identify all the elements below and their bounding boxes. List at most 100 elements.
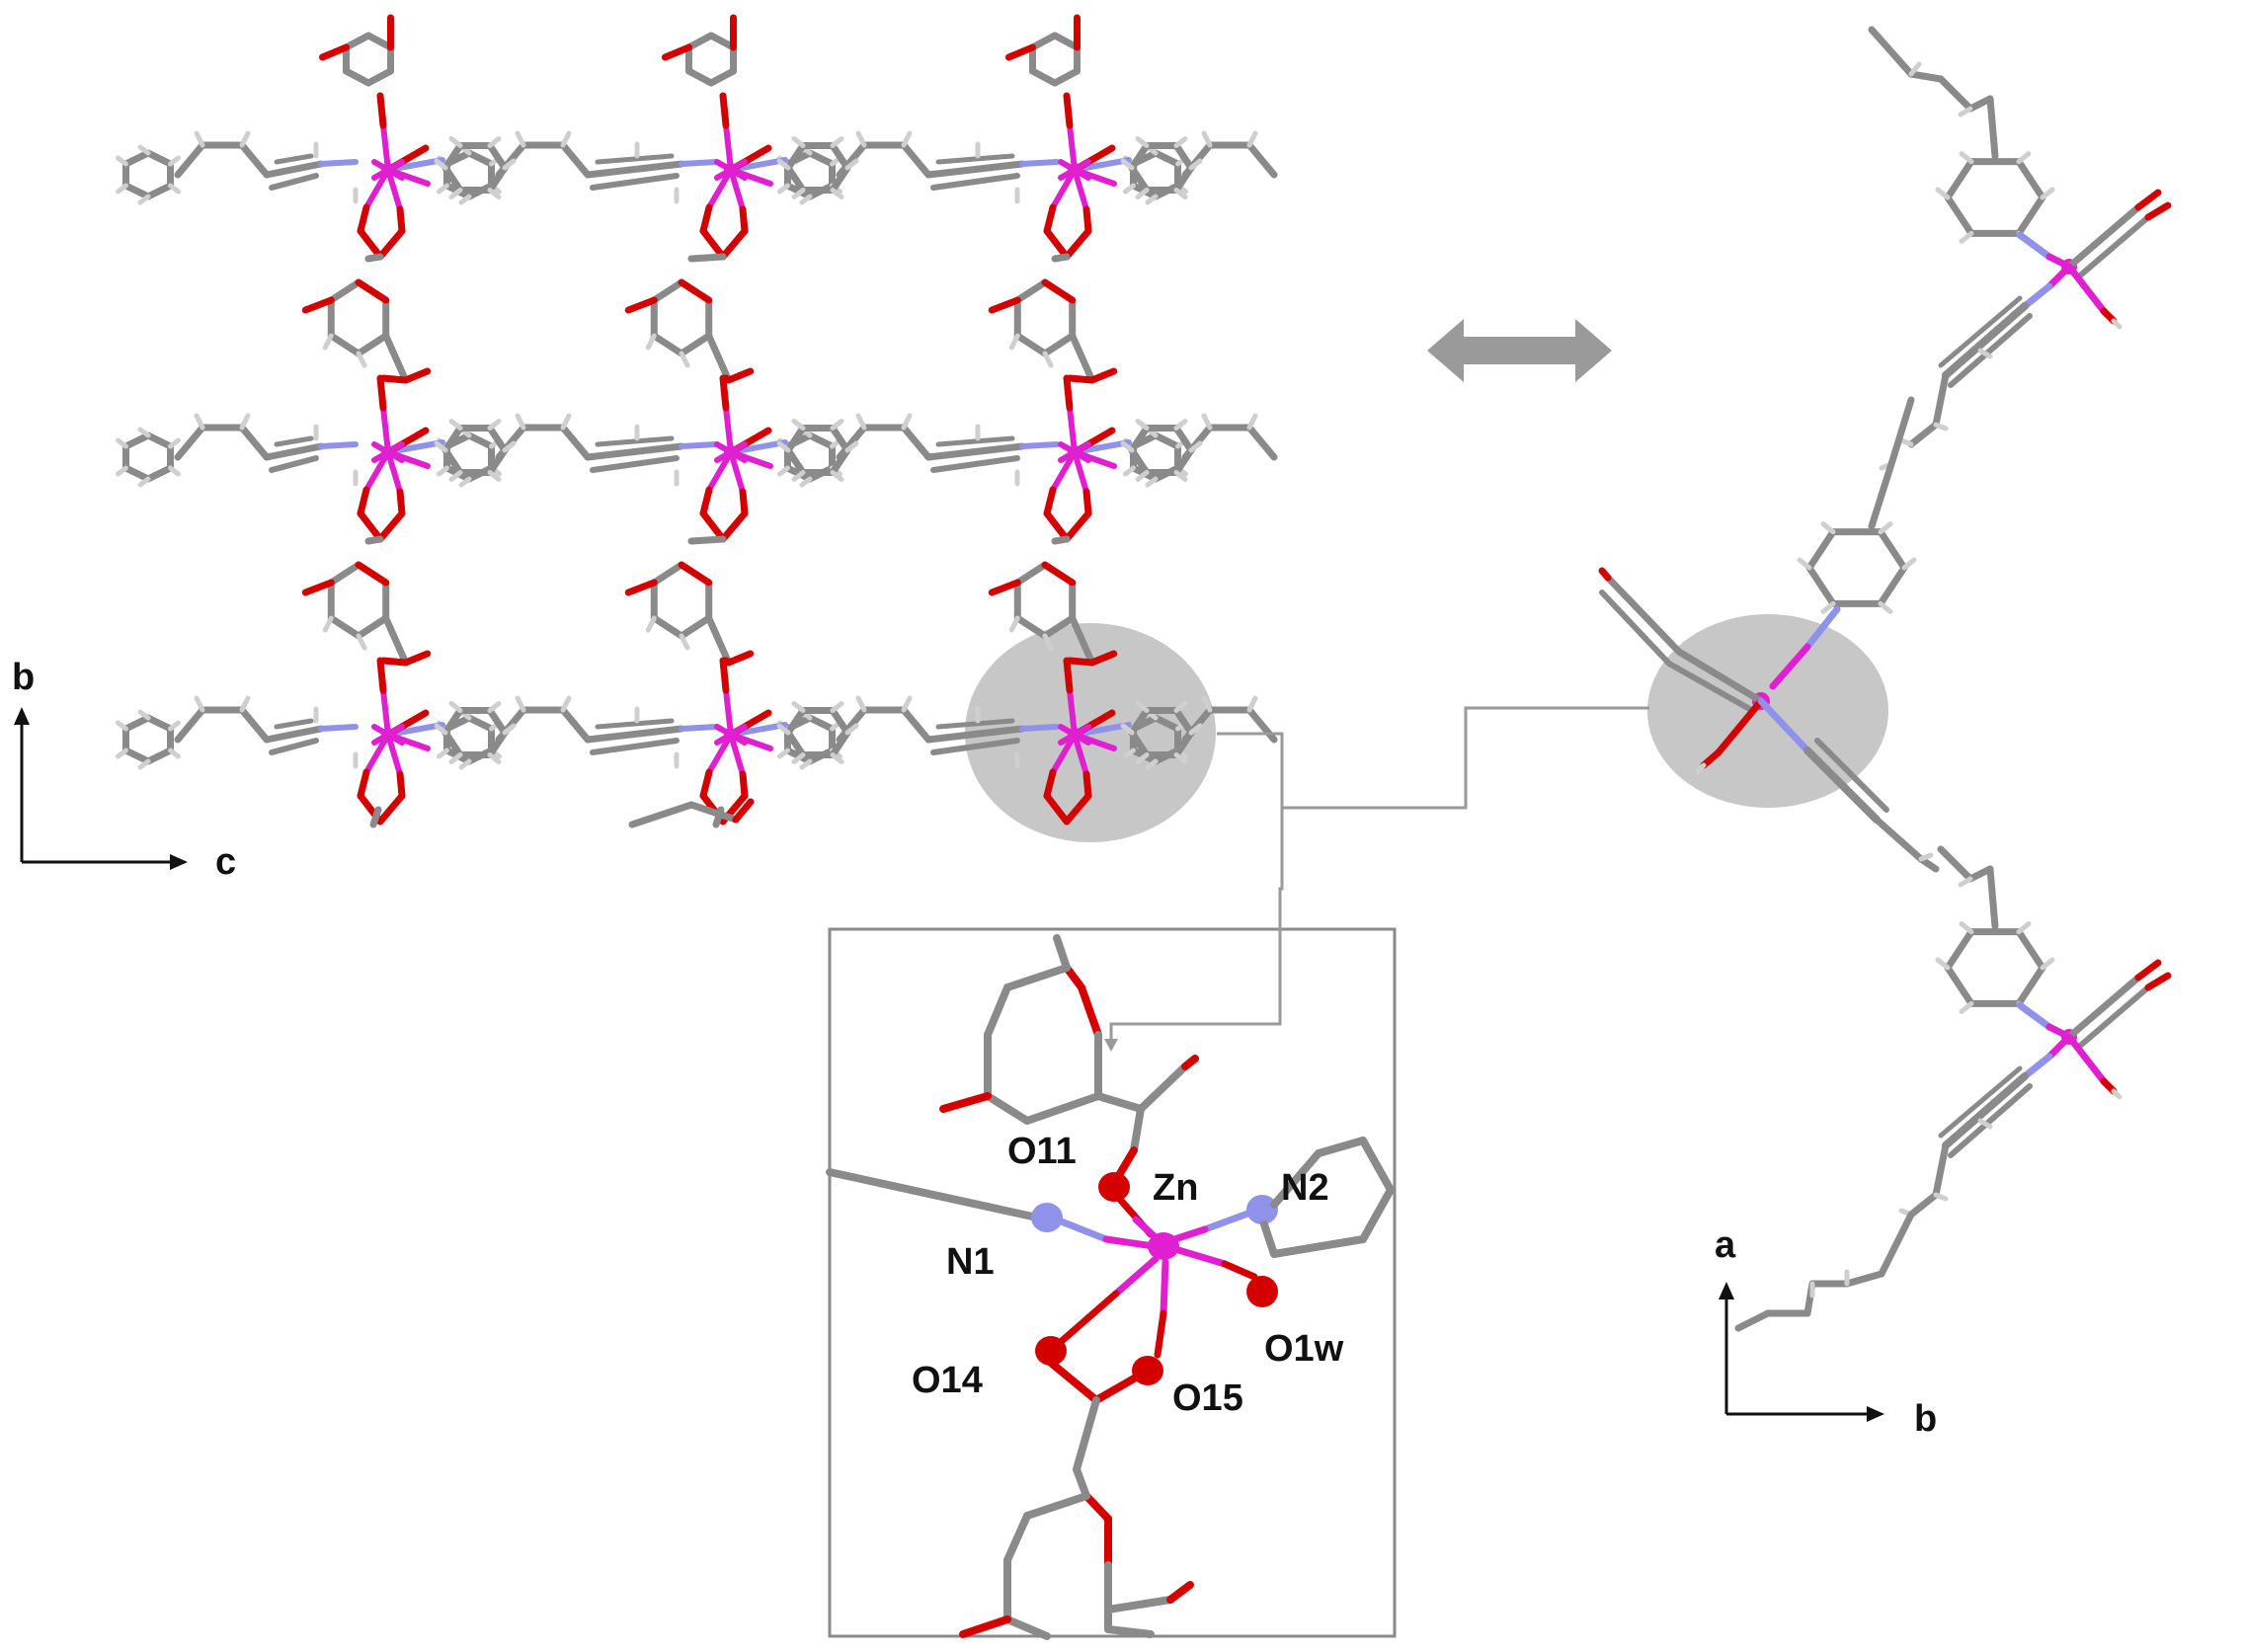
ring-bond: [1128, 446, 1151, 477]
o-bond: [939, 1092, 992, 1113]
hydrogen-bond: [1695, 762, 1707, 774]
hydrogen-bond: [239, 695, 251, 713]
bond: [1051, 253, 1071, 263]
hydrogen-bond: [1246, 695, 1258, 713]
ring-bond: [121, 149, 152, 168]
ring-bond: [121, 464, 152, 483]
hydrogen-bond: [791, 470, 806, 483]
bond: [1907, 70, 1945, 83]
o-bond: [379, 657, 410, 667]
hydrogen-bond: [194, 130, 205, 148]
o-bond: [1715, 697, 1765, 756]
ring-bond: [784, 729, 807, 759]
hydrogen-bond: [434, 723, 448, 736]
ring-bond: [650, 278, 685, 304]
bond: [1675, 648, 1765, 705]
o-bond: [1063, 92, 1074, 129]
bond: [269, 738, 319, 755]
arrow-head-icon: [1867, 1406, 1884, 1422]
zn-bond: [1067, 687, 1078, 738]
axis-label-b-right: b: [1914, 1398, 1937, 1440]
o-bond: [1082, 770, 1092, 800]
ring-bond: [486, 141, 509, 172]
o-bond: [661, 43, 692, 61]
ring-bond: [806, 149, 837, 168]
hydrogen-bond: [168, 155, 182, 167]
zn-bond: [1067, 122, 1078, 173]
bond: [1734, 1309, 1772, 1332]
bond: [1003, 1615, 1051, 1640]
o-bond: [1041, 278, 1077, 304]
hydrogen-bond: [137, 194, 151, 205]
o-bond: [1598, 567, 1612, 582]
hydrogen-bond: [448, 700, 463, 713]
hydrogen-bond: [1122, 183, 1136, 195]
hydrogen-bond: [1008, 333, 1020, 351]
ring-bond: [327, 278, 362, 304]
hydrogen-bond: [830, 470, 844, 483]
o-bond: [1063, 792, 1092, 826]
o-bond: [719, 227, 749, 261]
ring-bond: [327, 614, 362, 640]
hydrogen-bond: [2111, 1088, 2122, 1100]
oxygen-atom-o1w: [1246, 1276, 1278, 1307]
n-bond: [2021, 1053, 2053, 1080]
hydrogen-bond: [1122, 747, 1136, 759]
zn-bond: [1769, 643, 1811, 690]
hydrogen-bond: [1820, 521, 1836, 535]
bond: [584, 160, 685, 179]
hydrogen-bond: [137, 427, 151, 438]
ring-bond: [784, 706, 807, 737]
hydrogen-bond: [830, 135, 844, 148]
n-bond: [1019, 159, 1060, 167]
bond: [174, 706, 206, 744]
zn-bond: [723, 122, 734, 173]
hydrogen-bond: [115, 155, 128, 167]
ring-bond: [441, 164, 464, 195]
hydrogen-bond: [1135, 752, 1150, 765]
bond: [1051, 535, 1071, 545]
bond: [1803, 747, 1881, 824]
right-panel-ab-plane: [1598, 26, 2172, 1332]
bond: [364, 535, 384, 545]
n-bond: [679, 159, 719, 167]
zn-bond: [1160, 1258, 1169, 1317]
bond: [1315, 1137, 1367, 1157]
ring-bond: [1172, 164, 1195, 195]
bond: [1843, 1270, 1885, 1288]
bond: [1814, 738, 1889, 813]
hydrogen-bond: [799, 758, 813, 770]
bond: [1932, 371, 1950, 429]
zn-bond: [1112, 1255, 1160, 1298]
hydrogen-bond: [137, 709, 151, 721]
o-bond: [1047, 1359, 1100, 1404]
hydrogen-bond: [844, 158, 859, 171]
zn-bond: [2045, 263, 2073, 290]
inset-atom-labels: Zn N1 N2 O11 O14 O15 O1w: [912, 1131, 1344, 1419]
bond: [1907, 421, 1940, 448]
hydrogen-bond: [436, 183, 449, 195]
bond: [1937, 75, 1974, 113]
bond: [595, 153, 675, 165]
bond: [584, 442, 685, 461]
bond: [1003, 964, 1071, 991]
ring-bond: [1805, 564, 1837, 607]
bond: [935, 153, 1015, 165]
n-bond: [679, 724, 719, 732]
o-bond: [1082, 205, 1092, 235]
hydrogen-bond: [502, 158, 517, 171]
n-bond: [1055, 1217, 1110, 1243]
bond: [1887, 396, 1915, 468]
o-bond: [396, 770, 406, 800]
bond: [935, 435, 1015, 447]
hydrogen-bond: [168, 720, 182, 732]
atom-label-n2: N2: [1281, 1167, 1329, 1209]
hydrogen-bond: [830, 188, 844, 200]
o-bond: [1058, 1290, 1120, 1345]
bond: [2076, 214, 2151, 279]
bond: [1359, 1186, 1395, 1243]
zn-bond: [1058, 441, 1091, 463]
ring-bond: [829, 424, 851, 454]
ring-bond: [121, 182, 152, 200]
